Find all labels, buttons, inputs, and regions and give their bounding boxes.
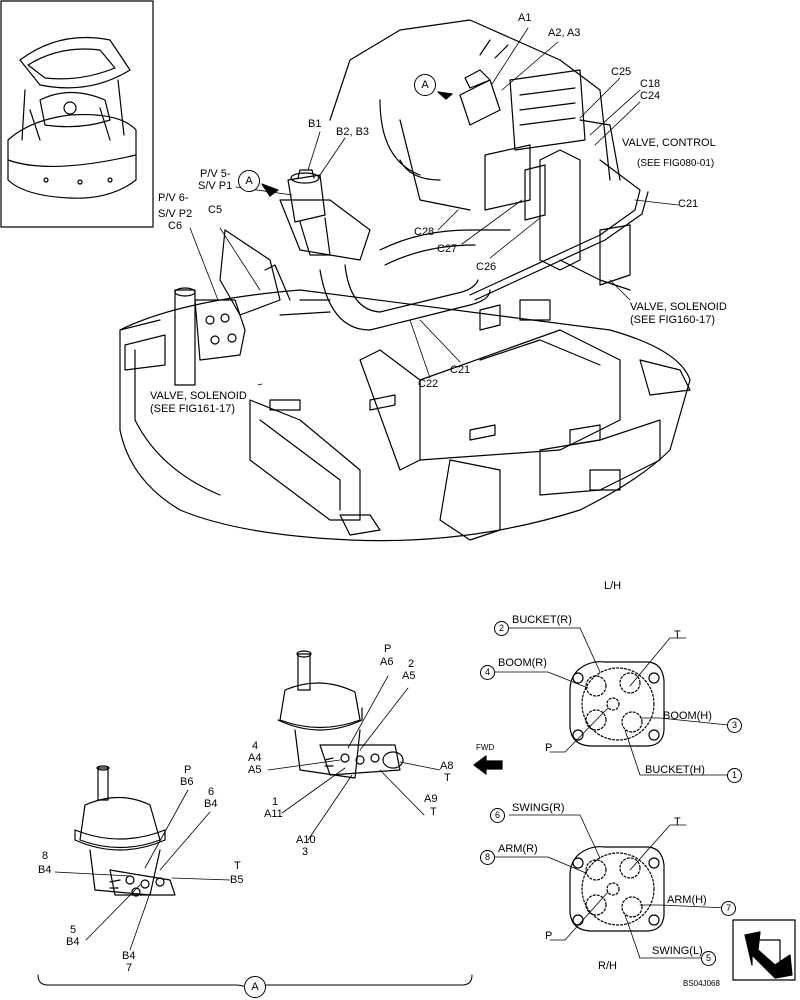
center-valve-4: 4	[252, 740, 259, 752]
center-valve-3: 3	[302, 846, 309, 858]
callout-c6: C6	[168, 220, 183, 232]
lh-bucket-r-num: 2	[494, 621, 509, 636]
left-valve-b6: B6	[180, 776, 194, 788]
callout-c21-mid: C21	[450, 364, 471, 376]
valve-solenoid-right-label: VALVE, SOLENOID	[630, 301, 727, 313]
rh-pattern-sketch	[569, 846, 665, 932]
callout-c18: C18	[640, 78, 661, 90]
lh-title: L/H	[604, 580, 622, 592]
center-valve-t-a9: T	[430, 806, 437, 818]
left-valve-b4-b: B4	[38, 864, 52, 876]
rh-swing-l-num: 5	[701, 951, 716, 966]
lh-bucket-h-num: 1	[727, 768, 742, 783]
fwd-arrow	[473, 755, 503, 775]
corner-arrow-icon	[732, 919, 796, 981]
lh-boom-r-num: 4	[480, 665, 495, 680]
rh-t: T	[674, 816, 681, 828]
view-marker-a-bottom: A	[244, 976, 266, 998]
center-valve-2: 2	[408, 658, 415, 670]
center-valve-a8: A8	[440, 760, 454, 772]
left-valve-b4-d: B4	[122, 950, 136, 962]
view-marker-a-top: A	[414, 74, 436, 96]
callout-c22: C22	[418, 378, 439, 390]
callout-pv6: P/V 6-	[158, 192, 189, 204]
arrow-a-top	[437, 91, 453, 100]
leader-lines-rh	[494, 814, 729, 959]
drawing-number: BS04J068	[683, 979, 720, 988]
lh-boom-h-num: 3	[727, 718, 742, 733]
callout-svp1: S/V P1	[198, 180, 233, 192]
callout-a1: A1	[518, 12, 532, 24]
valve-control-label: VALVE, CONTROL	[622, 137, 716, 149]
center-valve-a4: A4	[248, 752, 262, 764]
left-valve-b4-a: B4	[204, 798, 218, 810]
center-valve-p: P	[384, 643, 392, 655]
left-valve-7: 7	[126, 962, 133, 974]
left-valve-b5: B5	[230, 874, 244, 886]
center-valve-a6: A6	[380, 656, 394, 668]
center-valve-a11: A11	[264, 808, 283, 820]
fwd-label: FWD	[476, 743, 495, 752]
inset-frame	[0, 0, 154, 228]
leader-lines-lh	[494, 627, 729, 776]
rh-title: R/H	[598, 960, 617, 972]
center-valve-1: 1	[272, 796, 279, 808]
callout-pv5: P/V 5-	[200, 168, 231, 180]
view-marker-a-mid: A	[238, 170, 260, 192]
callout-c28: C28	[414, 226, 435, 238]
leader-lines-center-valve	[267, 675, 441, 841]
callout-svp2: S/V P2	[158, 208, 193, 220]
left-valve-5: 5	[70, 924, 77, 936]
callout-b1: B1	[308, 118, 322, 130]
rh-swing-l: SWING(L)	[652, 945, 703, 957]
joystick-center-sketch	[277, 650, 404, 779]
lh-boom-h: BOOM(H)	[663, 710, 712, 722]
lh-p: P	[545, 742, 553, 754]
center-valve-a10: A10	[296, 834, 316, 846]
left-valve-p: P	[184, 764, 192, 776]
valve-solenoid-left-ref: (SEE FIG161-17)	[150, 403, 235, 415]
valve-solenoid-left-label: VALVE, SOLENOID	[150, 390, 247, 402]
lh-boom-r: BOOM(R)	[498, 657, 547, 669]
left-valve-6: 6	[208, 786, 215, 798]
upper-frame-sketch	[119, 19, 691, 542]
rh-arm-r-num: 8	[480, 850, 495, 865]
valve-control-ref: (SEE FIG080-01)	[637, 158, 715, 169]
rh-arm-h: ARM(H)	[667, 894, 707, 906]
leader-lines-left-valve	[54, 789, 231, 951]
callout-a2-a3: A2, A3	[548, 27, 581, 39]
center-valve-a5-top: A5	[402, 670, 416, 682]
joystick-left-sketch	[74, 765, 176, 897]
left-valve-b4-c: B4	[66, 936, 80, 948]
callout-c21-top: C21	[678, 198, 699, 210]
callout-c26: C26	[476, 261, 497, 273]
leader-lines-upper	[189, 27, 679, 386]
lh-bucket-h: BUCKET(H)	[645, 764, 705, 776]
lh-pattern-sketch	[569, 661, 665, 747]
rh-swing-r-num: 6	[490, 808, 505, 823]
center-valve-t-a8: T	[444, 772, 451, 784]
lh-bucket-r: BUCKET(R)	[512, 614, 572, 626]
rh-p: P	[545, 930, 553, 942]
center-valve-a5: A5	[248, 764, 262, 776]
callout-c25: C25	[611, 66, 632, 78]
rh-arm-h-num: 7	[721, 901, 736, 916]
valve-solenoid-right-ref: (SEE FIG160-17)	[630, 314, 715, 326]
callout-c27: C27	[437, 243, 458, 255]
lh-t: T	[674, 629, 681, 641]
left-valve-t: T	[234, 860, 241, 872]
rh-swing-r: SWING(R)	[512, 802, 565, 814]
arrow-a-mid	[261, 183, 279, 197]
callout-c5: C5	[208, 204, 223, 216]
inset-machine-sketch	[7, 37, 137, 199]
callout-c24: C24	[640, 90, 661, 102]
callout-b2-b3: B2, B3	[336, 126, 370, 138]
rh-arm-r: ARM(R)	[498, 843, 538, 855]
center-valve-a9: A9	[424, 793, 438, 805]
left-valve-8: 8	[42, 850, 49, 862]
